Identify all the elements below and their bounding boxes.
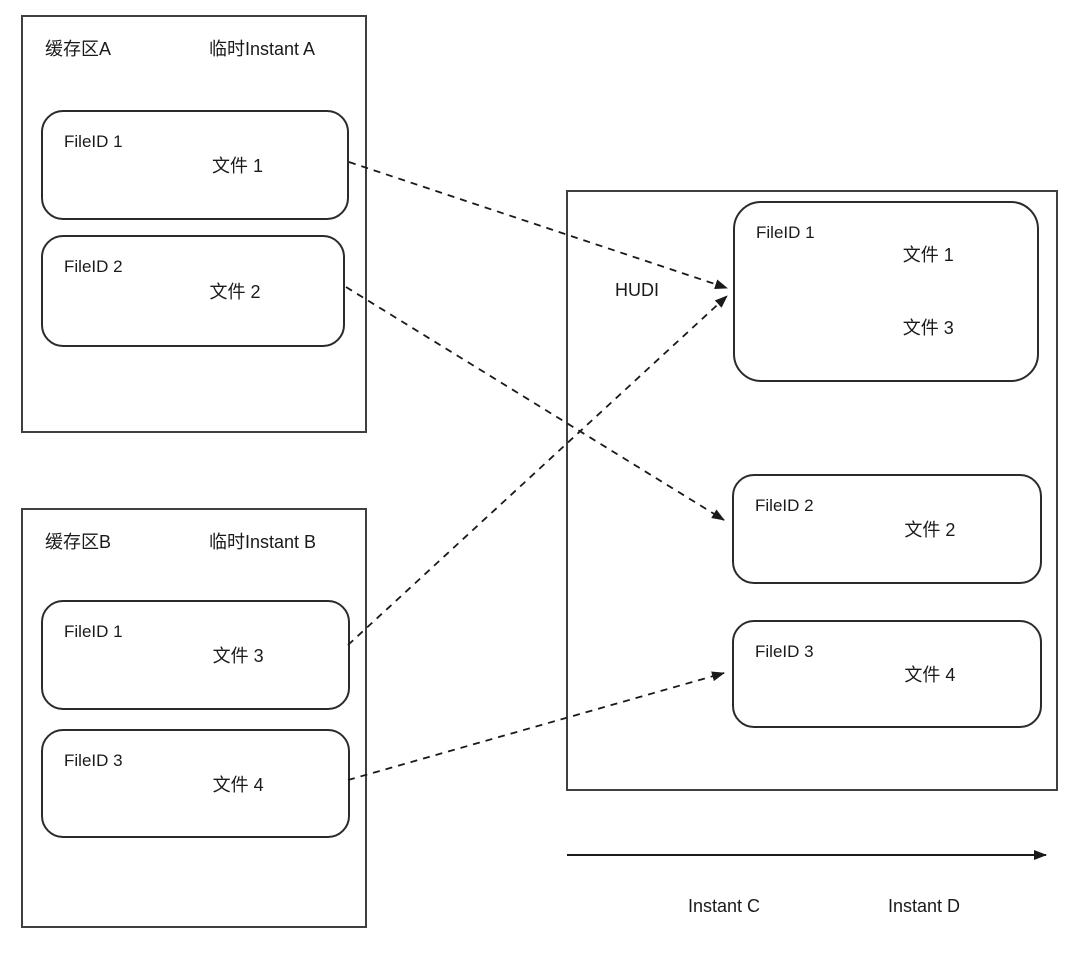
file-id-label: FileID 3 [64,751,123,770]
file-id-label: FileID 3 [755,642,814,661]
timeline-instant-d-label: Instant D [888,896,961,916]
hudi-file2-box: FileID 2 文件 2 [732,474,1042,584]
buffer-b-instant-label: 临时Instant B [209,532,317,552]
file-name-label: 文件 4 [212,774,264,795]
file-id-label: FileID 1 [64,622,123,641]
buffer-a-file1-box: FileID 1 文件 1 [41,110,349,220]
timeline-instant-c-label: Instant C [688,896,761,916]
hudi-file3-box: FileID 3 文件 4 [732,620,1042,728]
hudi-file1-box: FileID 1 文件 1 文件 3 [733,201,1039,382]
buffer-b-file1-box: FileID 1 文件 3 [41,600,350,710]
buffer-a-instant-label: 临时Instant A [209,39,316,59]
file-name-label: 文件 3 [902,317,954,338]
file-name-label: 文件 2 [904,520,956,540]
file-name-label: 文件 2 [209,282,261,302]
hudi-container: HUDI FileID 1 文件 1 文件 3 FileID 2 文件 2 Fi… [566,190,1058,791]
file-name-label: 文件 1 [902,245,954,266]
file-id-label: FileID 2 [64,257,123,276]
file-name-label: 文件 1 [212,156,264,176]
buffer-a-title: 缓存区A [45,39,112,59]
buffer-b-title: 缓存区B [45,532,112,552]
buffer-b-file3-box: FileID 3 文件 4 [41,729,350,838]
file-id-label: FileID 2 [755,496,814,515]
file-id-label: FileID 1 [64,132,123,151]
hudi-title: HUDI [615,280,659,300]
buffer-a-file2-box: FileID 2 文件 2 [41,235,345,347]
buffer-b-container: 缓存区B 临时Instant B FileID 1 文件 3 FileID 3 … [21,508,367,928]
file-name-label: 文件 4 [904,665,956,685]
file-name-label: 文件 3 [212,646,264,666]
buffer-a-container: 缓存区A 临时Instant A FileID 1 文件 1 FileID 2 … [21,15,367,433]
file-id-label: FileID 1 [756,223,815,242]
